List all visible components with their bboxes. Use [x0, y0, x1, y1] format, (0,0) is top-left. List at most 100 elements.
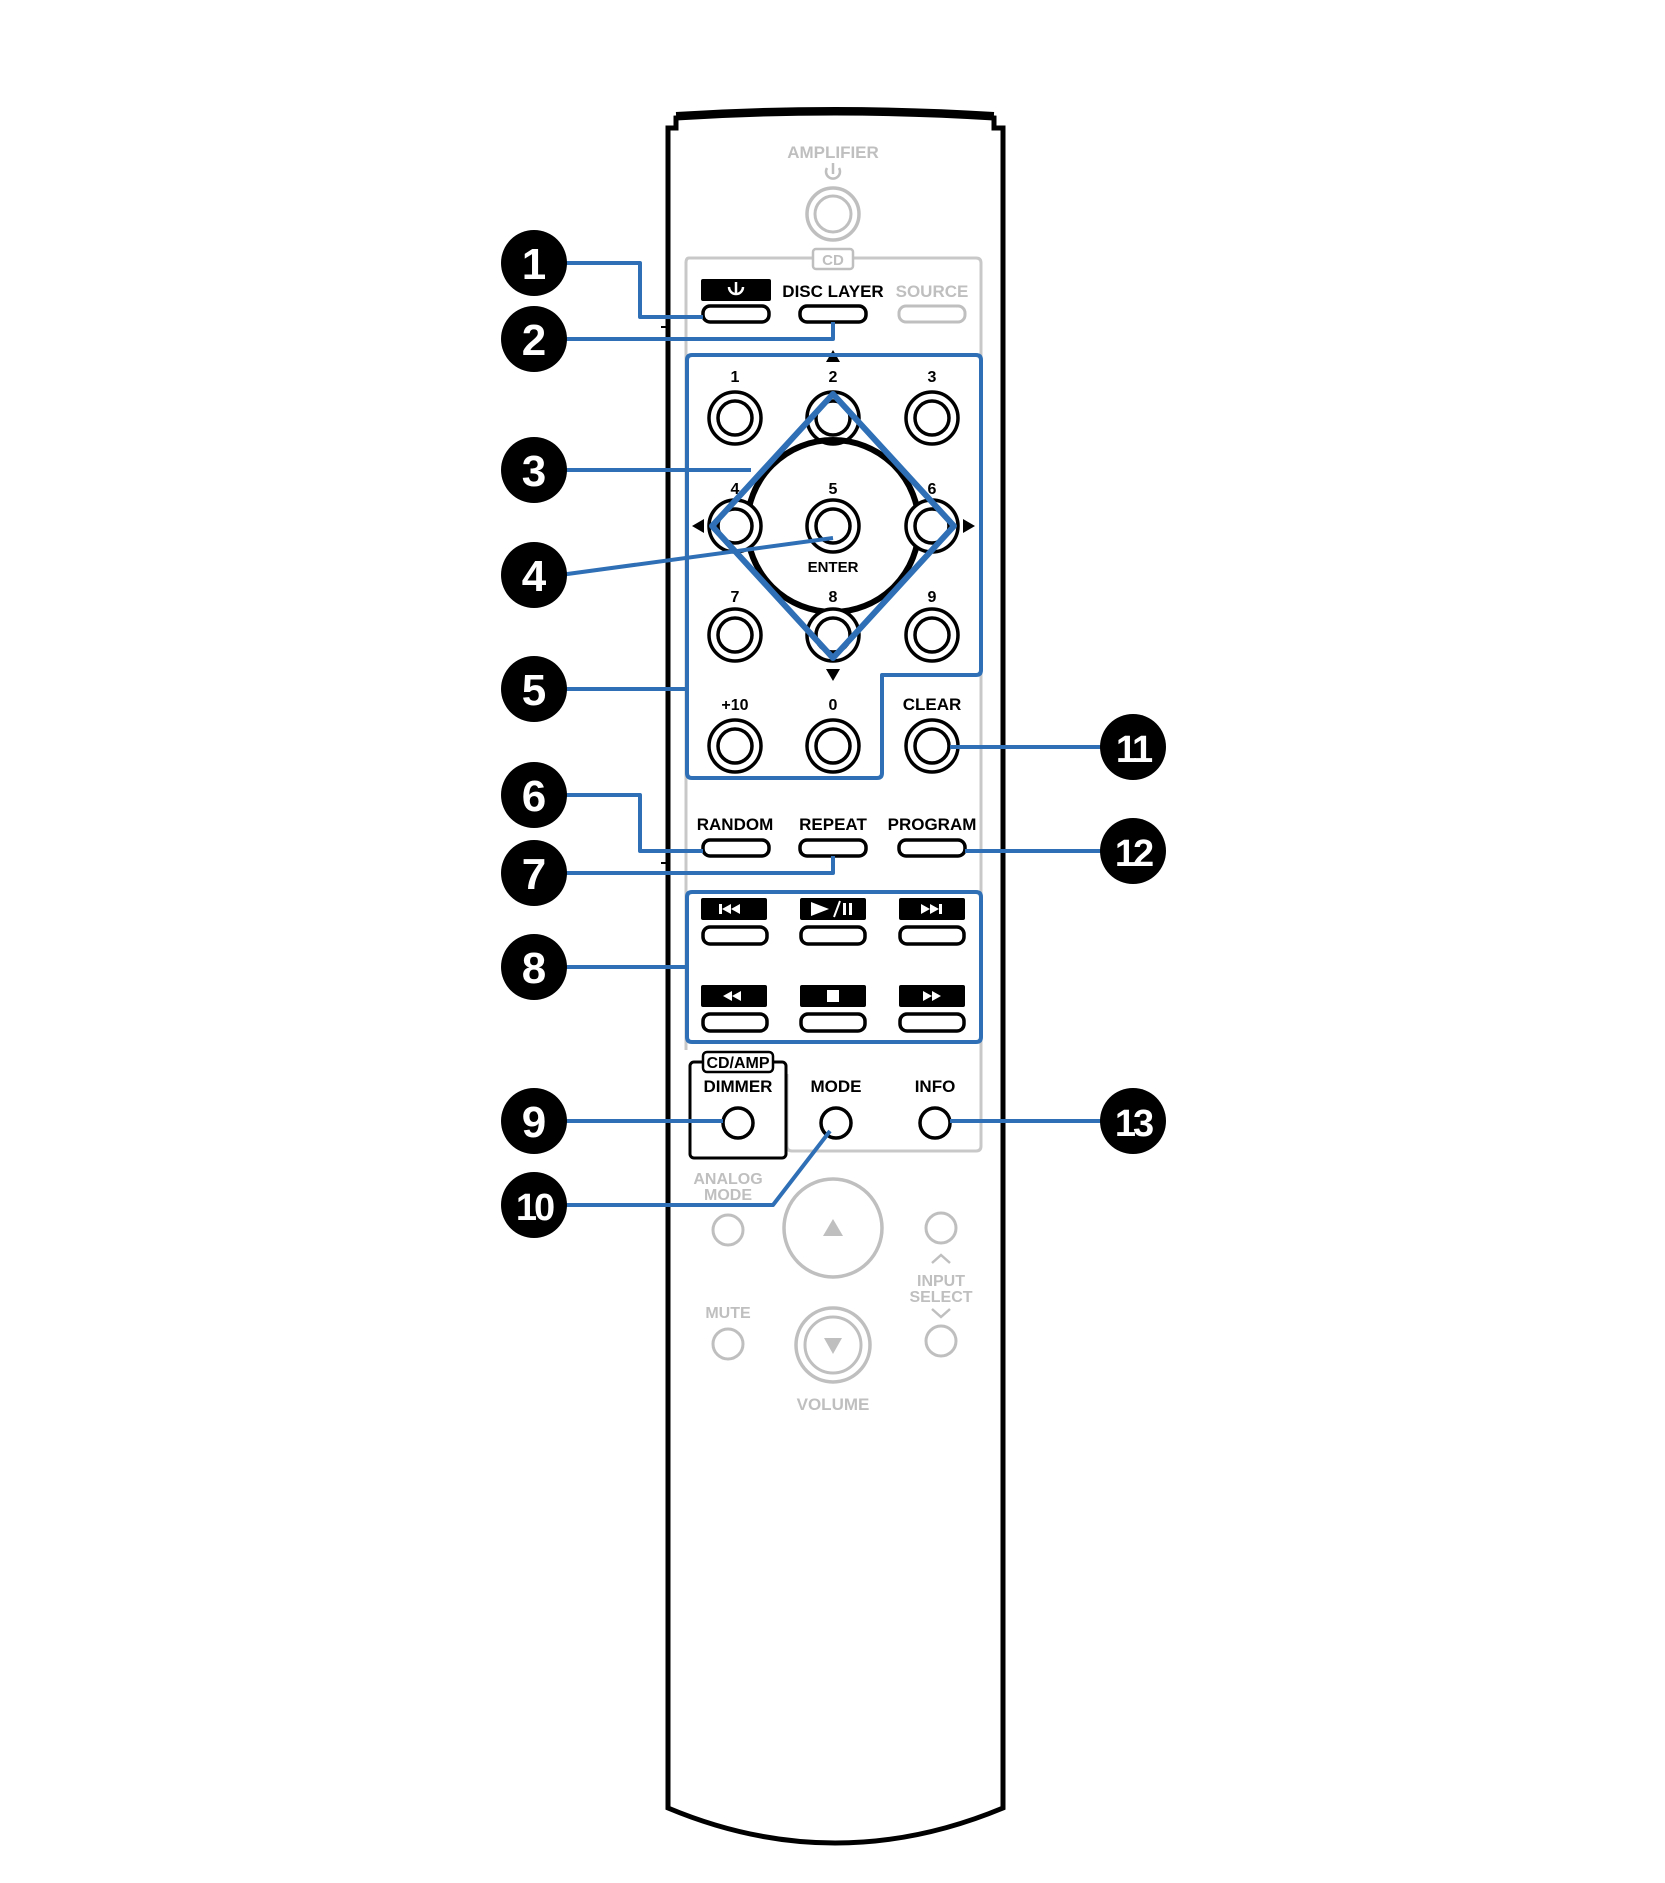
mute-button[interactable] [711, 1327, 745, 1361]
analog-mode-label-2: MODE [704, 1187, 752, 1204]
svg-text:13: 13 [1115, 1103, 1153, 1145]
key-5-enter-button[interactable] [805, 498, 861, 554]
cursor-keys-frame [709, 391, 957, 661]
play-pause-button[interactable] [799, 925, 867, 946]
chevron-up-icon [931, 1253, 951, 1264]
transport-frame [685, 890, 983, 1044]
callout-8: 8 [501, 934, 567, 1000]
svg-text:10: 10 [516, 1187, 554, 1229]
input-select-up-button[interactable] [924, 1211, 958, 1245]
skip-back-button[interactable] [701, 925, 769, 946]
volume-up-icon [823, 1219, 843, 1236]
amplifier-controls: ANALOG MODE INPUT SELECT MUTE VOLUME [693, 1171, 972, 1414]
transport-buttons [701, 898, 966, 1033]
numeric-keypad: 1 2 3 4 5 6 ENTER 7 8 9 +10 0 CLEAR [692, 350, 975, 774]
callout-2: 2 [501, 306, 567, 372]
volume-label: VOLUME [797, 1395, 870, 1414]
program-button[interactable] [897, 838, 967, 858]
key-1-button[interactable] [707, 390, 763, 446]
callout-4: 4 [501, 542, 567, 608]
svg-text:1: 1 [522, 240, 546, 289]
fast-forward-icon [923, 991, 941, 1001]
amplifier-label: AMPLIFIER [787, 143, 879, 162]
callout-6: 6 [501, 762, 567, 828]
mode-button[interactable] [819, 1106, 853, 1140]
random-label: RANDOM [697, 815, 774, 834]
key-3-button[interactable] [904, 390, 960, 446]
key-0-button[interactable] [805, 718, 861, 774]
key-3-label: 3 [928, 369, 937, 386]
key-1-label: 1 [731, 369, 740, 386]
callout-3: 3 [501, 437, 567, 503]
callout-badges: 1 2 3 4 5 6 7 8 9 10 11 12 13 [501, 230, 1166, 1238]
key-4-left-button[interactable] [707, 498, 763, 554]
key-7-button[interactable] [707, 607, 763, 663]
plus10-label: +10 [721, 697, 748, 714]
fast-forward-button[interactable] [898, 1012, 966, 1033]
svg-text:3: 3 [522, 447, 546, 496]
key-6-label: 6 [928, 481, 937, 498]
analog-mode-button[interactable] [711, 1213, 745, 1247]
disc-layer-button[interactable] [798, 304, 868, 324]
play-pause-icon [811, 900, 852, 918]
leader-4 [559, 536, 834, 577]
skip-back-icon [719, 904, 740, 914]
stop-button[interactable] [799, 1012, 867, 1033]
repeat-label: REPEAT [799, 815, 867, 834]
key-4-label: 4 [731, 481, 740, 498]
callout-10: 10 [501, 1172, 567, 1238]
skip-forward-button[interactable] [898, 925, 966, 946]
volume-down-icon [824, 1338, 842, 1354]
key-7-label: 7 [731, 589, 740, 606]
callout-5: 5 [501, 656, 567, 722]
source-button[interactable] [897, 304, 967, 324]
disc-layer-label: DISC LAYER [782, 282, 883, 301]
plus10-button[interactable] [707, 718, 763, 774]
svg-text:4: 4 [522, 552, 547, 601]
key-9-button[interactable] [904, 607, 960, 663]
svg-text:11: 11 [1116, 729, 1153, 771]
cd-power-button[interactable] [701, 304, 771, 324]
mode-row: RANDOM REPEAT PROGRAM [697, 815, 977, 858]
rewind-button[interactable] [701, 1012, 769, 1033]
analog-mode-label-1: ANALOG [693, 1171, 762, 1188]
skip-forward-icon [921, 904, 942, 914]
enter-label: ENTER [808, 559, 859, 576]
key-8-label: 8 [829, 589, 838, 606]
callout-12: 12 [1100, 818, 1166, 884]
program-label: PROGRAM [888, 815, 977, 834]
power-icon [727, 282, 745, 296]
svg-text:5: 5 [522, 666, 546, 715]
svg-text:6: 6 [522, 772, 546, 821]
callout-leaders [559, 261, 1105, 1207]
svg-text:12: 12 [1115, 833, 1153, 875]
leader-2 [560, 322, 835, 341]
amplifier-section: AMPLIFIER [787, 143, 879, 242]
callout-7: 7 [501, 840, 567, 906]
mode-label: MODE [811, 1077, 862, 1096]
key-2-label: 2 [829, 369, 838, 386]
stop-icon [827, 990, 839, 1002]
leader-10 [560, 1129, 832, 1207]
key-0-label: 0 [829, 697, 838, 714]
repeat-button[interactable] [798, 838, 868, 858]
left-arrow-icon [692, 519, 704, 533]
leader-6 [560, 793, 703, 853]
down-arrow-icon [826, 669, 840, 681]
rewind-icon [723, 991, 741, 1001]
bottom-cd-row: CD/AMP DIMMER MODE INFO [688, 1050, 956, 1160]
input-select-down-button[interactable] [924, 1324, 958, 1358]
right-arrow-icon [963, 519, 975, 533]
key-5-label: 5 [829, 481, 838, 498]
cd-amp-label: CD/AMP [706, 1055, 769, 1072]
svg-text:2: 2 [522, 316, 546, 365]
info-button[interactable] [918, 1106, 952, 1140]
info-label: INFO [915, 1077, 956, 1096]
source-label: SOURCE [896, 282, 969, 301]
dimmer-button[interactable] [721, 1106, 755, 1140]
callout-13: 13 [1100, 1088, 1166, 1154]
top-row: DISC LAYER SOURCE [701, 279, 969, 324]
random-button[interactable] [701, 838, 771, 858]
